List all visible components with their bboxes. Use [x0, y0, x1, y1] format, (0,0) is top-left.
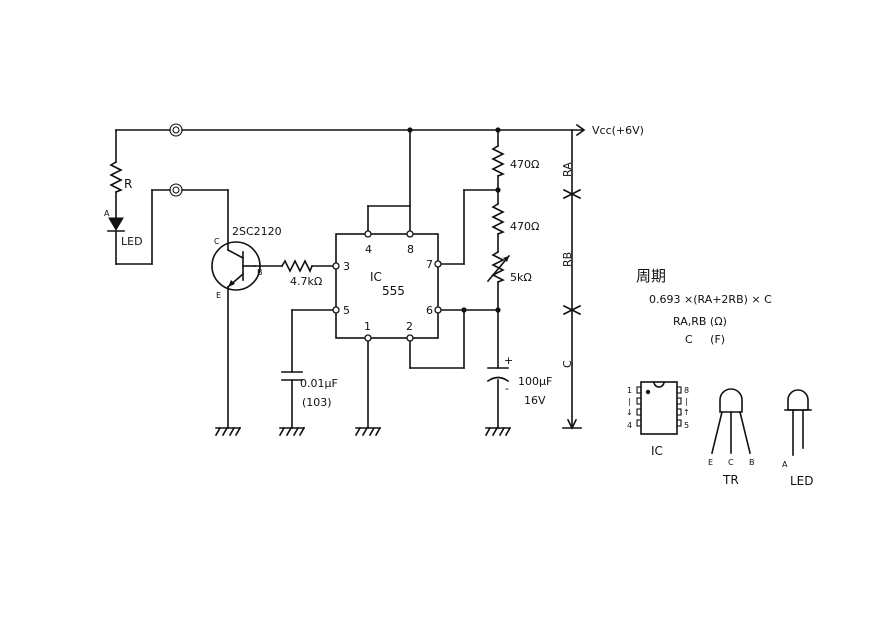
ic-pinout-label: IC: [651, 444, 663, 458]
dimension-c-label: C: [561, 360, 574, 368]
capacitor-main-value: 100μF: [518, 375, 552, 388]
variable-resistor: [486, 250, 511, 284]
ic-pin5-label: 5: [343, 304, 350, 317]
tr-pinout-c: C: [728, 458, 734, 467]
ic-name-label: IC: [370, 270, 382, 284]
ic-pinout-left-4: 4: [627, 421, 632, 430]
junction-dots: [407, 127, 501, 313]
ground-icon: [214, 426, 242, 437]
ic-pin7-label: 7: [426, 258, 433, 271]
capacitor-control: [281, 371, 303, 381]
ic-pin3-label: 3: [343, 260, 350, 273]
resistor-ra: [491, 144, 505, 178]
ic-pinout-left-2: |: [628, 397, 631, 406]
formula-title: 周期: [636, 267, 666, 285]
resistor-base-label: 4.7kΩ: [290, 275, 322, 288]
resistor-r-label: R: [124, 177, 132, 191]
variable-resistor-label: 5kΩ: [510, 271, 532, 284]
ground-icon: [354, 426, 382, 437]
ic-package-icon: [636, 381, 682, 435]
capacitor-main-voltage: 16V: [524, 394, 546, 407]
tr-pinout-b: B: [749, 458, 755, 467]
transistor-symbol: [211, 241, 261, 291]
transistor-b-label: B: [257, 268, 263, 277]
vcc-arrow-icon: [575, 123, 586, 137]
ic-pin8-label: 8: [407, 243, 414, 256]
transistor-c-label: C: [214, 237, 220, 246]
formula-units-r: RA,RB (Ω): [673, 315, 727, 328]
led-symbol: [107, 217, 125, 232]
tr-pinout-label: TR: [722, 473, 739, 487]
transistor-package-icon: [711, 388, 751, 454]
led-pinout-label: LED: [790, 474, 814, 488]
formula-units-c: C (F): [685, 333, 725, 346]
transistor-e-label: E: [216, 291, 221, 300]
ic-pinout-right-1: 8: [684, 386, 689, 395]
capacitor-control-code: (103): [302, 396, 332, 409]
resistor-base: [280, 259, 314, 273]
ic-pinout-left-1: 1: [627, 386, 632, 395]
resistor-ra-label: 470Ω: [510, 158, 539, 171]
terminal-1: [169, 123, 183, 137]
ic-pinout-right-2: |: [685, 397, 688, 406]
dimension-ra-label: RA: [561, 162, 574, 177]
led-anode-label: A: [104, 209, 110, 218]
terminal-2: [169, 183, 183, 197]
ic-pinout-left-3: ↓: [626, 408, 633, 417]
ic-pin1-label: 1: [364, 320, 371, 333]
transistor-label: 2SC2120: [232, 225, 282, 238]
dimension-rb-label: RB: [561, 252, 574, 267]
ground-icon: [278, 426, 306, 437]
led-pinout-a: A: [782, 460, 788, 469]
formula-expression: 0.693 ×(RA+2RB) × C: [649, 293, 772, 306]
resistor-r: [109, 160, 123, 194]
ic-type-label: 555: [382, 284, 405, 298]
capacitor-main: [486, 367, 510, 383]
vcc-label: Vcc(+6V): [592, 124, 644, 137]
tr-pinout-e: E: [708, 458, 713, 467]
ic-pin4-label: 4: [365, 243, 372, 256]
resistor-rb: [491, 202, 505, 236]
led-label: LED: [121, 235, 143, 248]
led-package-icon: [784, 389, 812, 456]
ic-pin6-label: 6: [426, 304, 433, 317]
ground-icon: [484, 426, 512, 437]
ic-555-body: [335, 233, 439, 339]
ic-pinout-right-4: 5: [684, 421, 689, 430]
capacitor-control-value: 0.01μF: [300, 377, 338, 390]
dimension-line: [562, 129, 582, 430]
ic-pin2-label: 2: [406, 320, 413, 333]
capacitor-main-plus: +: [504, 354, 513, 367]
capacitor-main-minus: -: [505, 382, 509, 395]
resistor-rb-label: 470Ω: [510, 220, 539, 233]
ic-pinout-right-3: ↑: [683, 408, 690, 417]
ic-pins: [332, 230, 442, 342]
